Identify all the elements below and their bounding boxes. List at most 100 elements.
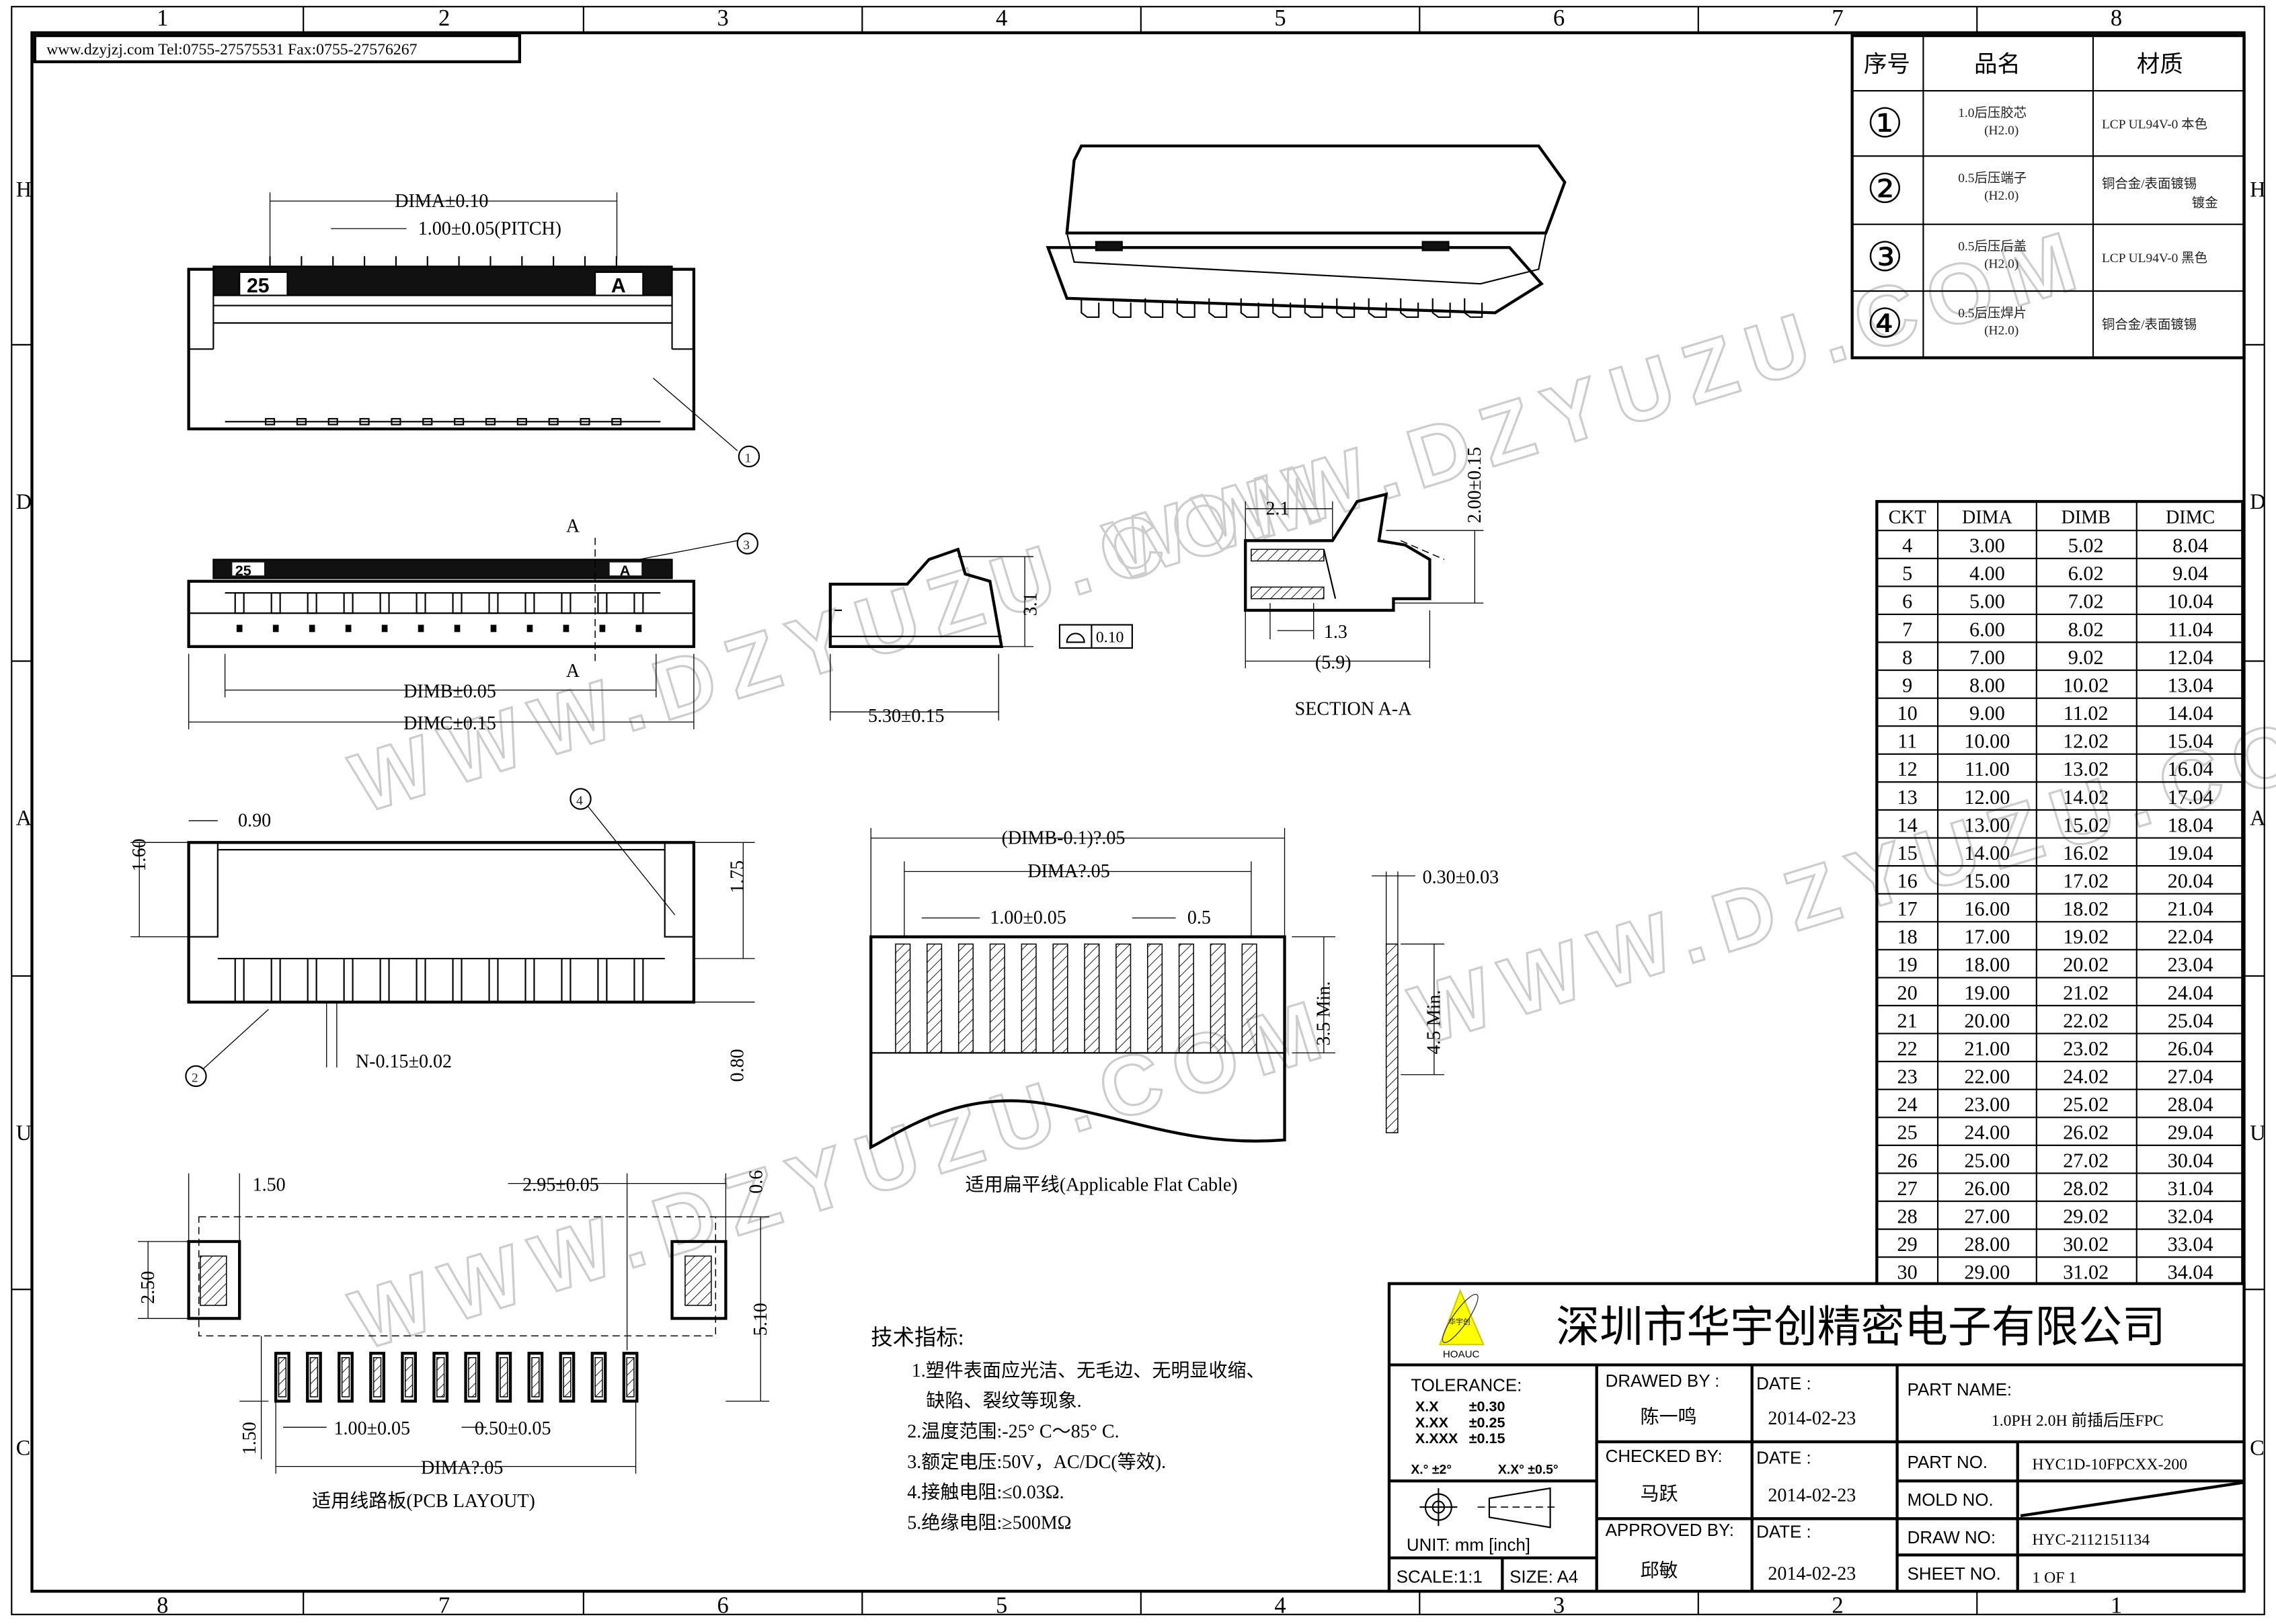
date-label-approved: DATE : (1756, 1522, 1811, 1541)
dim-table-cell: 27 (1897, 1177, 1918, 1200)
dim-table-cell: 16.00 (1964, 897, 2010, 920)
dim-dimb: DIMB±0.05 (403, 681, 496, 702)
dim-table-cell: 26 (1897, 1149, 1918, 1172)
part-no-label: PART NO. (1908, 1453, 1988, 1472)
dim-table-cell: 27.00 (1964, 1205, 2010, 1227)
dim-table-cell: 31.04 (2168, 1177, 2213, 1200)
header-contact: www.dzyjzj.com Tel:0755-27575531 Fax:075… (33, 34, 522, 64)
dim-side-depth: 5.30±0.15 (868, 706, 945, 727)
pin (309, 624, 315, 633)
cable-conductor (927, 943, 943, 1054)
pin (1336, 298, 1356, 318)
dim-table-cell: 22 (1897, 1037, 1918, 1060)
dim-table-cell: 23 (1897, 1065, 1918, 1088)
dim-table-cell: 11 (1897, 730, 1917, 753)
bom-item-sub: (H2.0) (1984, 124, 2018, 138)
border-row-label: C (16, 1436, 31, 1460)
dim-table-cell: 24 (1897, 1093, 1918, 1116)
technical-notes: 技术指标: 1.塑件表面应光洁、无毛边、无明显收缩、 缺陷、裂纹等现象. 2.温… (871, 1326, 1265, 1533)
flatness-value: 0.10 (1096, 628, 1124, 646)
dim-pitch-top: 1.00±0.05(PITCH) (418, 218, 561, 239)
sheet-no: 1 OF 1 (2032, 1569, 2076, 1586)
pin (416, 959, 426, 1003)
border-column-label: 6 (717, 1593, 728, 1619)
dim-table-cell: 10.00 (1964, 730, 2010, 753)
pcb-pad (464, 1352, 481, 1403)
pin (524, 592, 535, 614)
pin (452, 592, 463, 614)
pin (270, 959, 281, 1003)
border-row-label: A (2250, 806, 2266, 830)
dim-table-cell: 21.00 (1964, 1037, 2010, 1060)
border-column-label: 4 (996, 5, 1007, 31)
sheet-no-label: SHEET NO. (1908, 1565, 2001, 1584)
pin (563, 624, 570, 633)
dim-table-cell: 29.02 (2063, 1205, 2109, 1227)
top-label-25: 25 (247, 275, 270, 297)
dim-cable-min35: 3.5 Min. (1313, 981, 1334, 1046)
pin (488, 959, 499, 1003)
dim-175: 1.75 (727, 860, 748, 893)
cable-conductor (957, 943, 974, 1054)
size-label: SIZE: A4 (1509, 1568, 1578, 1586)
dim-table-cell: 10 (1897, 702, 1918, 725)
dim-table-cell: 27.02 (2063, 1149, 2109, 1172)
dim-table-cell: 7 (1902, 618, 1912, 641)
dim-table-cell: 19.02 (2063, 926, 2109, 948)
front-label-a: A (620, 562, 631, 579)
dim-table-header: DIMC (2166, 507, 2215, 528)
cable-caption: 适用扁平线(Applicable Flat Cable) (966, 1174, 1238, 1195)
company-name: 深圳市华宇创精密电子有限公司 (1556, 1302, 2166, 1352)
border-column-label: 6 (1553, 5, 1565, 31)
projection-symbol-icon (1419, 1487, 1559, 1529)
tolerance-format: X.XX (1415, 1414, 1449, 1430)
dim-table-cell: 26.04 (2168, 1037, 2213, 1060)
part-name: 1.0PH 2.0H 前插后压FPC (1992, 1412, 2164, 1430)
dim-cable-min45: 4.5 Min. (1424, 990, 1445, 1055)
dim-table-cell: 19.00 (1964, 981, 2010, 1004)
dim-table-cell: 13.02 (2063, 758, 2109, 780)
pcb-pad (496, 1352, 512, 1403)
dim-table-cell: 21.02 (2063, 981, 2109, 1004)
dim-table-cell: 26.02 (2063, 1121, 2109, 1144)
scale-label: SCALE:1:1 (1397, 1568, 1483, 1586)
dim-table-cell: 11.02 (2064, 702, 2109, 725)
border-column-label: 2 (438, 5, 450, 31)
balloon-1: 1 (744, 452, 751, 466)
border-column-label: 7 (438, 1593, 450, 1619)
cable-conductor (1021, 943, 1037, 1054)
dim-table-cell: 29 (1897, 1233, 1918, 1256)
pcb-pad (401, 1352, 418, 1403)
dim-table-cell: 24.00 (1964, 1121, 2010, 1144)
flat-cable-view: (DIMB-0.1)?.05 DIMA?.05 1.00±0.05 0.5 3.… (869, 827, 1499, 1195)
angle-tol-1: X.° ±2° (1411, 1462, 1452, 1477)
bom-item-name: 0.5后压端子 (1958, 171, 2027, 186)
dim-pcb-510: 5.10 (750, 1303, 771, 1336)
front-label-25: 25 (235, 562, 251, 579)
pin (343, 959, 354, 1003)
dim-pcb-dima: DIMA?.05 (421, 1457, 503, 1478)
bottom-view: 0.90 1.60 1.75 0.80 N-0.15±0.02 4 2 (129, 788, 755, 1088)
dim-table-cell: 6.00 (1969, 618, 2005, 641)
pin (345, 624, 352, 633)
dim-table-cell: 33.04 (2168, 1233, 2213, 1256)
pin (526, 624, 533, 633)
pin (633, 959, 644, 1003)
bom-item-material: 铜合金/表面镀锡 (2102, 317, 2197, 332)
pin (452, 959, 463, 1003)
dim-table-cell: 9.00 (1969, 702, 2005, 725)
